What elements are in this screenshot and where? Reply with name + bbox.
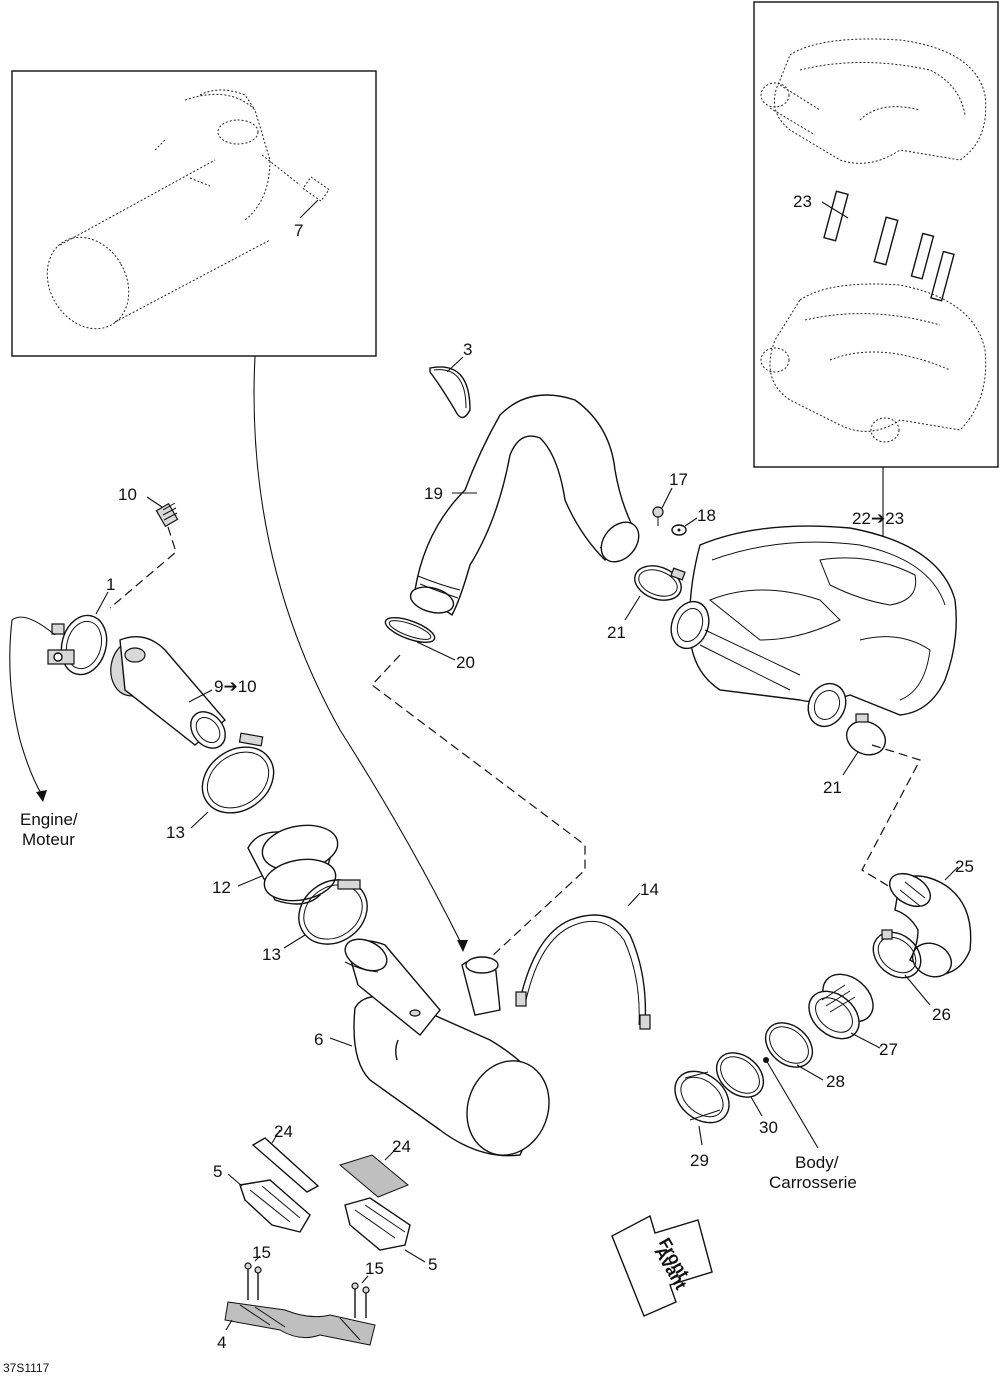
callout-30: 30: [759, 1118, 778, 1137]
callout-19: 19: [424, 484, 443, 503]
part-13-clamp-lower: [283, 879, 368, 949]
front-direction-arrow: Front Avant: [611, 1214, 713, 1317]
callout-3: 3: [463, 340, 472, 359]
engine-note-line2: Moteur: [22, 830, 75, 849]
part-22-resonator: [670, 525, 957, 728]
callout-26: 26: [932, 1005, 951, 1024]
callout-10: 10: [118, 485, 137, 504]
sensor-10-leader: [109, 526, 177, 609]
callout-5-left: 5: [213, 1162, 222, 1181]
part-4-heat-shield: [224, 1301, 376, 1346]
part-6-muffler: [329, 938, 550, 1157]
inset-resonator-box: 23 22➔23: [753, 1, 999, 590]
diagram-code: 37S1117: [3, 1361, 50, 1375]
part-14-strap: [515, 892, 651, 1030]
body-note-line2: Carrosserie: [769, 1173, 857, 1192]
callout-22-23: 22➔23: [852, 509, 904, 528]
resonator-to-elbow-leader: [861, 744, 921, 891]
callout-7: 7: [294, 221, 303, 240]
part-5-bracket-right: [344, 1197, 426, 1263]
callout-25: 25: [955, 857, 974, 876]
engine-routing: Engine/ Moteur: [9, 616, 78, 849]
callout-24-right: 24: [392, 1137, 411, 1156]
callout-13-lower: 13: [262, 945, 281, 964]
part-24-pad-right: [338, 1147, 409, 1198]
callout-9-10: 9➔10: [214, 677, 257, 696]
inset-resonator-lower: [760, 283, 987, 443]
callout-23: 23: [793, 192, 812, 211]
callout-27: 27: [879, 1040, 898, 1059]
part-1-clamp: [47, 591, 109, 676]
callout-18: 18: [697, 506, 716, 525]
part-18-washer: [671, 517, 698, 536]
part-19-hose: [409, 394, 640, 617]
part-3-strap: [429, 356, 471, 419]
part-5-bracket-left: [227, 1173, 311, 1233]
callout-6: 6: [314, 1030, 323, 1049]
callout-24-left: 24: [274, 1122, 293, 1141]
part-12-sleeve: [237, 824, 339, 905]
part-24-pad-left: [251, 1129, 320, 1193]
inset-muffler-drawing: [46, 89, 330, 330]
inset-to-muffler-leader: [253, 355, 463, 946]
part-29-flange: [674, 1070, 730, 1146]
engine-note-line1: Engine/: [20, 810, 78, 829]
callout-4: 4: [217, 1333, 226, 1352]
part-28-gasket: [764, 1022, 824, 1081]
callout-21-lower: 21: [823, 778, 842, 797]
part-20-clamp: [384, 617, 456, 661]
part-26-clamp: [872, 929, 931, 1006]
part-21-clamp-upper: [624, 565, 686, 621]
inset-muffler-box: 7: [11, 70, 377, 357]
callout-1: 1: [106, 575, 115, 594]
inset-resonator-upper: [760, 38, 987, 164]
part-25-elbow: [889, 866, 972, 978]
callout-12: 12: [212, 878, 231, 897]
callout-15-left: 15: [252, 1243, 271, 1262]
callout-29: 29: [690, 1151, 709, 1170]
callout-14: 14: [640, 880, 659, 899]
part-13-clamp-upper: [190, 732, 275, 829]
callout-15-right: 15: [365, 1259, 384, 1278]
part-9-tube: [110, 636, 226, 749]
part-17-screw: [652, 487, 673, 526]
part-15-screws: [244, 1255, 370, 1318]
callout-13-upper: 13: [166, 823, 185, 842]
hose-to-muffler-leader: [371, 654, 586, 959]
part-10-sensor: [146, 496, 179, 528]
part-21-clamp-lower: [842, 713, 887, 776]
callout-28: 28: [826, 1072, 845, 1091]
body-mount-note: Body/ Carrosserie: [763, 1057, 857, 1192]
callout-20: 20: [456, 653, 475, 672]
part-27-adapter: [808, 973, 881, 1049]
inset-strips-23: [823, 190, 955, 302]
part-30-ring: [715, 1052, 765, 1117]
callout-17: 17: [669, 470, 688, 489]
callout-5-right: 5: [428, 1255, 437, 1274]
callout-21-upper: 21: [607, 623, 626, 642]
body-note-line1: Body/: [795, 1153, 839, 1172]
